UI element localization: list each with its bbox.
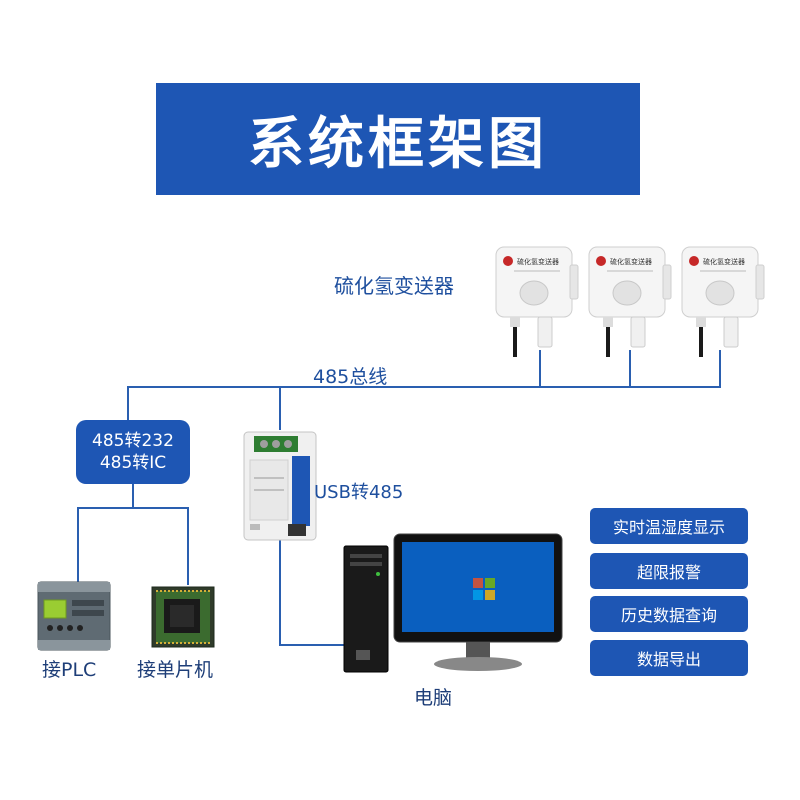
title-banner: 系统框架图 [156, 83, 640, 195]
mcu-board [151, 586, 215, 648]
branch-line [77, 507, 189, 585]
plc-label: 接PLC [42, 659, 97, 681]
converter-box: 485转232 485转IC [76, 420, 190, 484]
sensor-device-2: 硫化氢变送器 [588, 246, 672, 357]
usb-label: USB转485 [314, 482, 404, 503]
feature-history-query: 历史数据查询 [590, 596, 748, 632]
plc-device [37, 581, 111, 651]
sensor-device-3: 硫化氢变送器 [681, 246, 765, 357]
sensor-device-text: 硫化氢变送器 [610, 257, 652, 266]
usb-to-pc-line [279, 540, 345, 646]
sensor-device-text: 硫化氢变送器 [517, 257, 559, 266]
sensor-device-1: 硫化氢变送器 [495, 246, 579, 357]
bus-label: 485总线 [313, 366, 388, 388]
feature-realtime-display: 实时温湿度显示 [590, 508, 748, 544]
feature-data-export: 数据导出 [590, 640, 748, 676]
feature-over-limit-alarm: 超限报警 [590, 553, 748, 589]
mcu-label: 接单片机 [137, 659, 214, 681]
usb-converter-device [243, 431, 317, 541]
sensor-device-text: 硫化氢变送器 [703, 257, 745, 266]
computer-label: 电脑 [414, 687, 453, 709]
sensor-label: 硫化氢变送器 [334, 274, 454, 298]
bus-line [127, 350, 721, 420]
computer-device [343, 533, 563, 673]
converter-line-1: 485转232 [92, 431, 174, 451]
converter-line-2: 485转IC [99, 453, 167, 473]
